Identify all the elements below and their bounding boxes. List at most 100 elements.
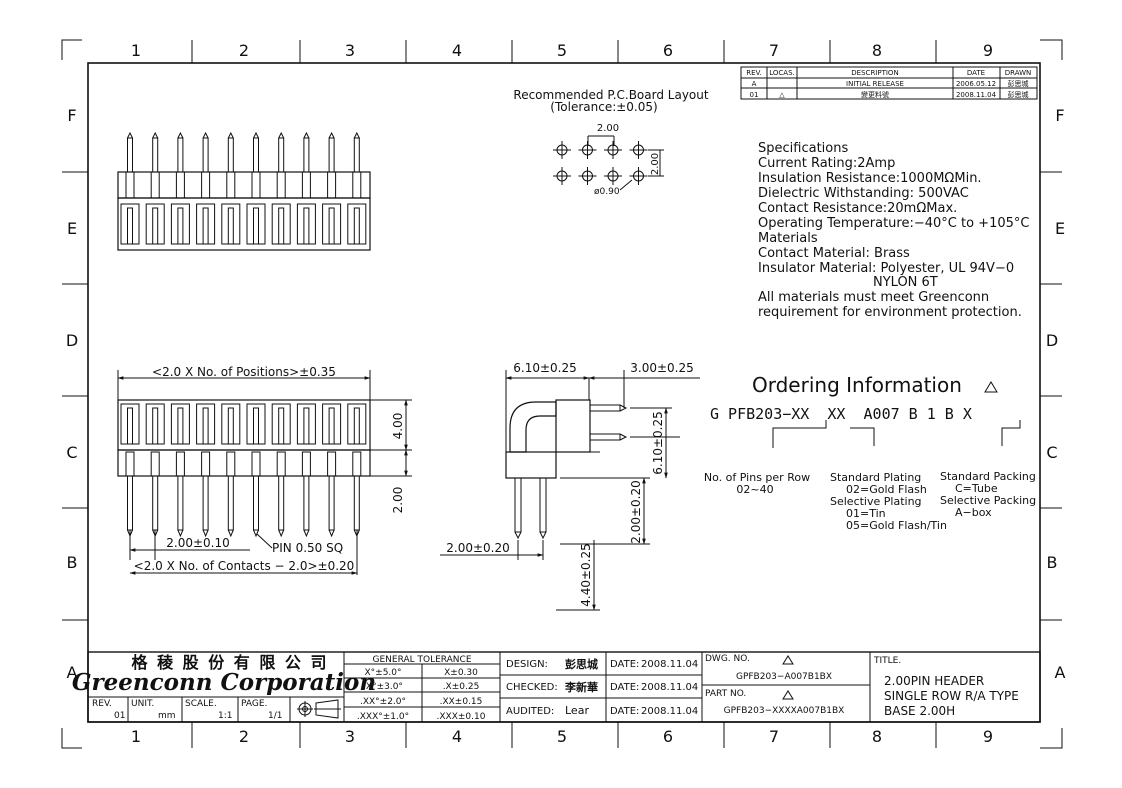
- pin-contact: [177, 407, 184, 445]
- spec-line: Contact Material: Brass: [758, 246, 910, 261]
- pin-contact: [127, 207, 133, 245]
- tolerance-angle: .XX°±2.0°: [360, 697, 406, 707]
- pin-cavity: [322, 203, 342, 245]
- pin-tail: [202, 137, 209, 173]
- rev-cell: 彭思城: [1008, 90, 1029, 99]
- spec-line: Insulation Resistance:1000MΩMin.: [758, 171, 982, 186]
- zone-col-label: 5: [557, 727, 567, 746]
- tolerance-linear: .XXX±0.10: [437, 712, 486, 722]
- pin-tip: [152, 131, 159, 139]
- tolerance-title: GENERAL TOLERANCE: [372, 655, 471, 665]
- pin-cavity: [221, 403, 241, 445]
- ordering-packing: C=Tube: [955, 482, 998, 495]
- rev-cell: △: [779, 91, 785, 99]
- pin-cavity: [347, 403, 367, 445]
- pin-contact: [303, 207, 310, 245]
- pin-spacer: [175, 451, 185, 477]
- pin-tip: [328, 529, 335, 538]
- dim-pin: PIN 0.50 SQ: [272, 541, 343, 555]
- ordering-packing: A−box: [955, 506, 992, 519]
- tolerance-angle: .X°±3.0°: [363, 682, 403, 692]
- pin-tail: [152, 137, 159, 173]
- pcb-hole-size: ø0.90: [594, 187, 620, 197]
- pin-tip: [253, 529, 259, 538]
- design-name: 彭思城: [565, 657, 598, 671]
- pin-cavity: [145, 403, 165, 445]
- zone-row-label: C: [1046, 443, 1057, 462]
- pin-tail: [152, 475, 159, 531]
- pin-tail: [227, 475, 234, 531]
- pin-tip: [202, 131, 209, 139]
- zone-col-label: 3: [345, 41, 355, 60]
- part-number: GPFB203−XXXXA007B1BX: [724, 706, 845, 716]
- pin-tail: [177, 137, 184, 173]
- pin-cavity: [246, 203, 266, 245]
- pin-cavity: [296, 203, 316, 245]
- zone-row-label: B: [67, 553, 78, 572]
- pin-spacer: [226, 171, 236, 199]
- zone-col-label: 9: [983, 41, 993, 60]
- rev-cell: 變更料號: [861, 90, 889, 99]
- pin-contact: [328, 407, 335, 445]
- pin-cavity: [322, 403, 342, 445]
- pin-cavity: [246, 403, 266, 445]
- dim-side-200v: 2.00±0.20: [629, 480, 643, 544]
- spec-line: NYLON 6T: [873, 275, 938, 290]
- zone-col-label: 8: [872, 41, 882, 60]
- pin-spacer: [150, 451, 160, 477]
- pin-contact: [152, 407, 159, 445]
- zone-col-label: 3: [345, 727, 355, 746]
- pin-contact: [253, 407, 259, 445]
- spec-line: Dielectric Withstanding: 500VAC: [758, 186, 969, 201]
- dwg-number: GPFB203−A007B1BX: [736, 672, 832, 682]
- pin-cavity: [196, 203, 216, 245]
- pin-spacer: [125, 451, 135, 477]
- unit-label: UNIT.: [131, 699, 154, 709]
- dim-side-300: 3.00±0.25: [630, 361, 694, 375]
- dim-contacts: <2.0 X No. of Contacts − 2.0>±0.20: [134, 559, 355, 573]
- pin-cavity: [271, 203, 291, 245]
- dim-positions: <2.0 X No. of Positions>±0.35: [152, 365, 336, 379]
- rev-cell: 2008.11.04: [956, 91, 997, 99]
- rev-value: 01: [114, 711, 125, 721]
- pin-contact: [227, 407, 234, 445]
- pin-tail: [303, 475, 310, 531]
- ordering-title: Ordering Information: [752, 373, 962, 397]
- date-value: 2008.11.04: [641, 682, 698, 693]
- dim-pitch: 2.00±0.10: [166, 536, 230, 550]
- spec-line: Insulator Material: Polyester, UL 94V−0: [758, 261, 1014, 276]
- zone-row-label: E: [67, 219, 77, 238]
- pin-contact: [253, 207, 259, 245]
- title-line: SINGLE ROW R/A TYPE: [884, 689, 1019, 703]
- pin-tail: [278, 137, 285, 173]
- ordering-information: Ordering Information G PFB203−XX XX A007…: [704, 373, 1036, 532]
- pcb-row-pitch: 2.00: [650, 153, 661, 175]
- top-view: [117, 131, 371, 251]
- title-line: BASE 2.00H: [884, 704, 955, 718]
- pin-tip: [278, 131, 285, 139]
- pin-tip: [227, 131, 234, 139]
- zone-row-label: D: [1046, 331, 1058, 350]
- pin-contact: [227, 207, 234, 245]
- pin-spacer: [150, 171, 160, 199]
- pin-spacer: [226, 451, 236, 477]
- zone-col-label: 4: [452, 41, 462, 60]
- pin-tail: [177, 475, 184, 531]
- pin-contact: [303, 407, 310, 445]
- date-label: DATE:: [610, 682, 639, 693]
- pin-cavity: [145, 203, 165, 245]
- pin-spacer: [352, 171, 362, 199]
- tolerance-linear: X±0.30: [444, 668, 478, 678]
- pin-contact: [328, 207, 335, 245]
- rev-cell: 01: [750, 91, 759, 99]
- pin-contact: [278, 207, 285, 245]
- pin-contact: [202, 407, 209, 445]
- zone-labels: 1 2 3 4 5 6 7 8 9 1 2 3 4 5 6 7 8 9 F E …: [66, 41, 1066, 746]
- title-line: 2.00PIN HEADER: [884, 674, 984, 688]
- pin-spacer: [201, 171, 211, 199]
- pin-cavity: [221, 203, 241, 245]
- spec-line: Specifications: [758, 141, 848, 156]
- side-view: 6.10±0.25 3.00±0.25 6.10±0.25 2.00±0.20 …: [440, 361, 700, 611]
- pin-spacer: [251, 171, 261, 199]
- pin-tip: [278, 529, 285, 538]
